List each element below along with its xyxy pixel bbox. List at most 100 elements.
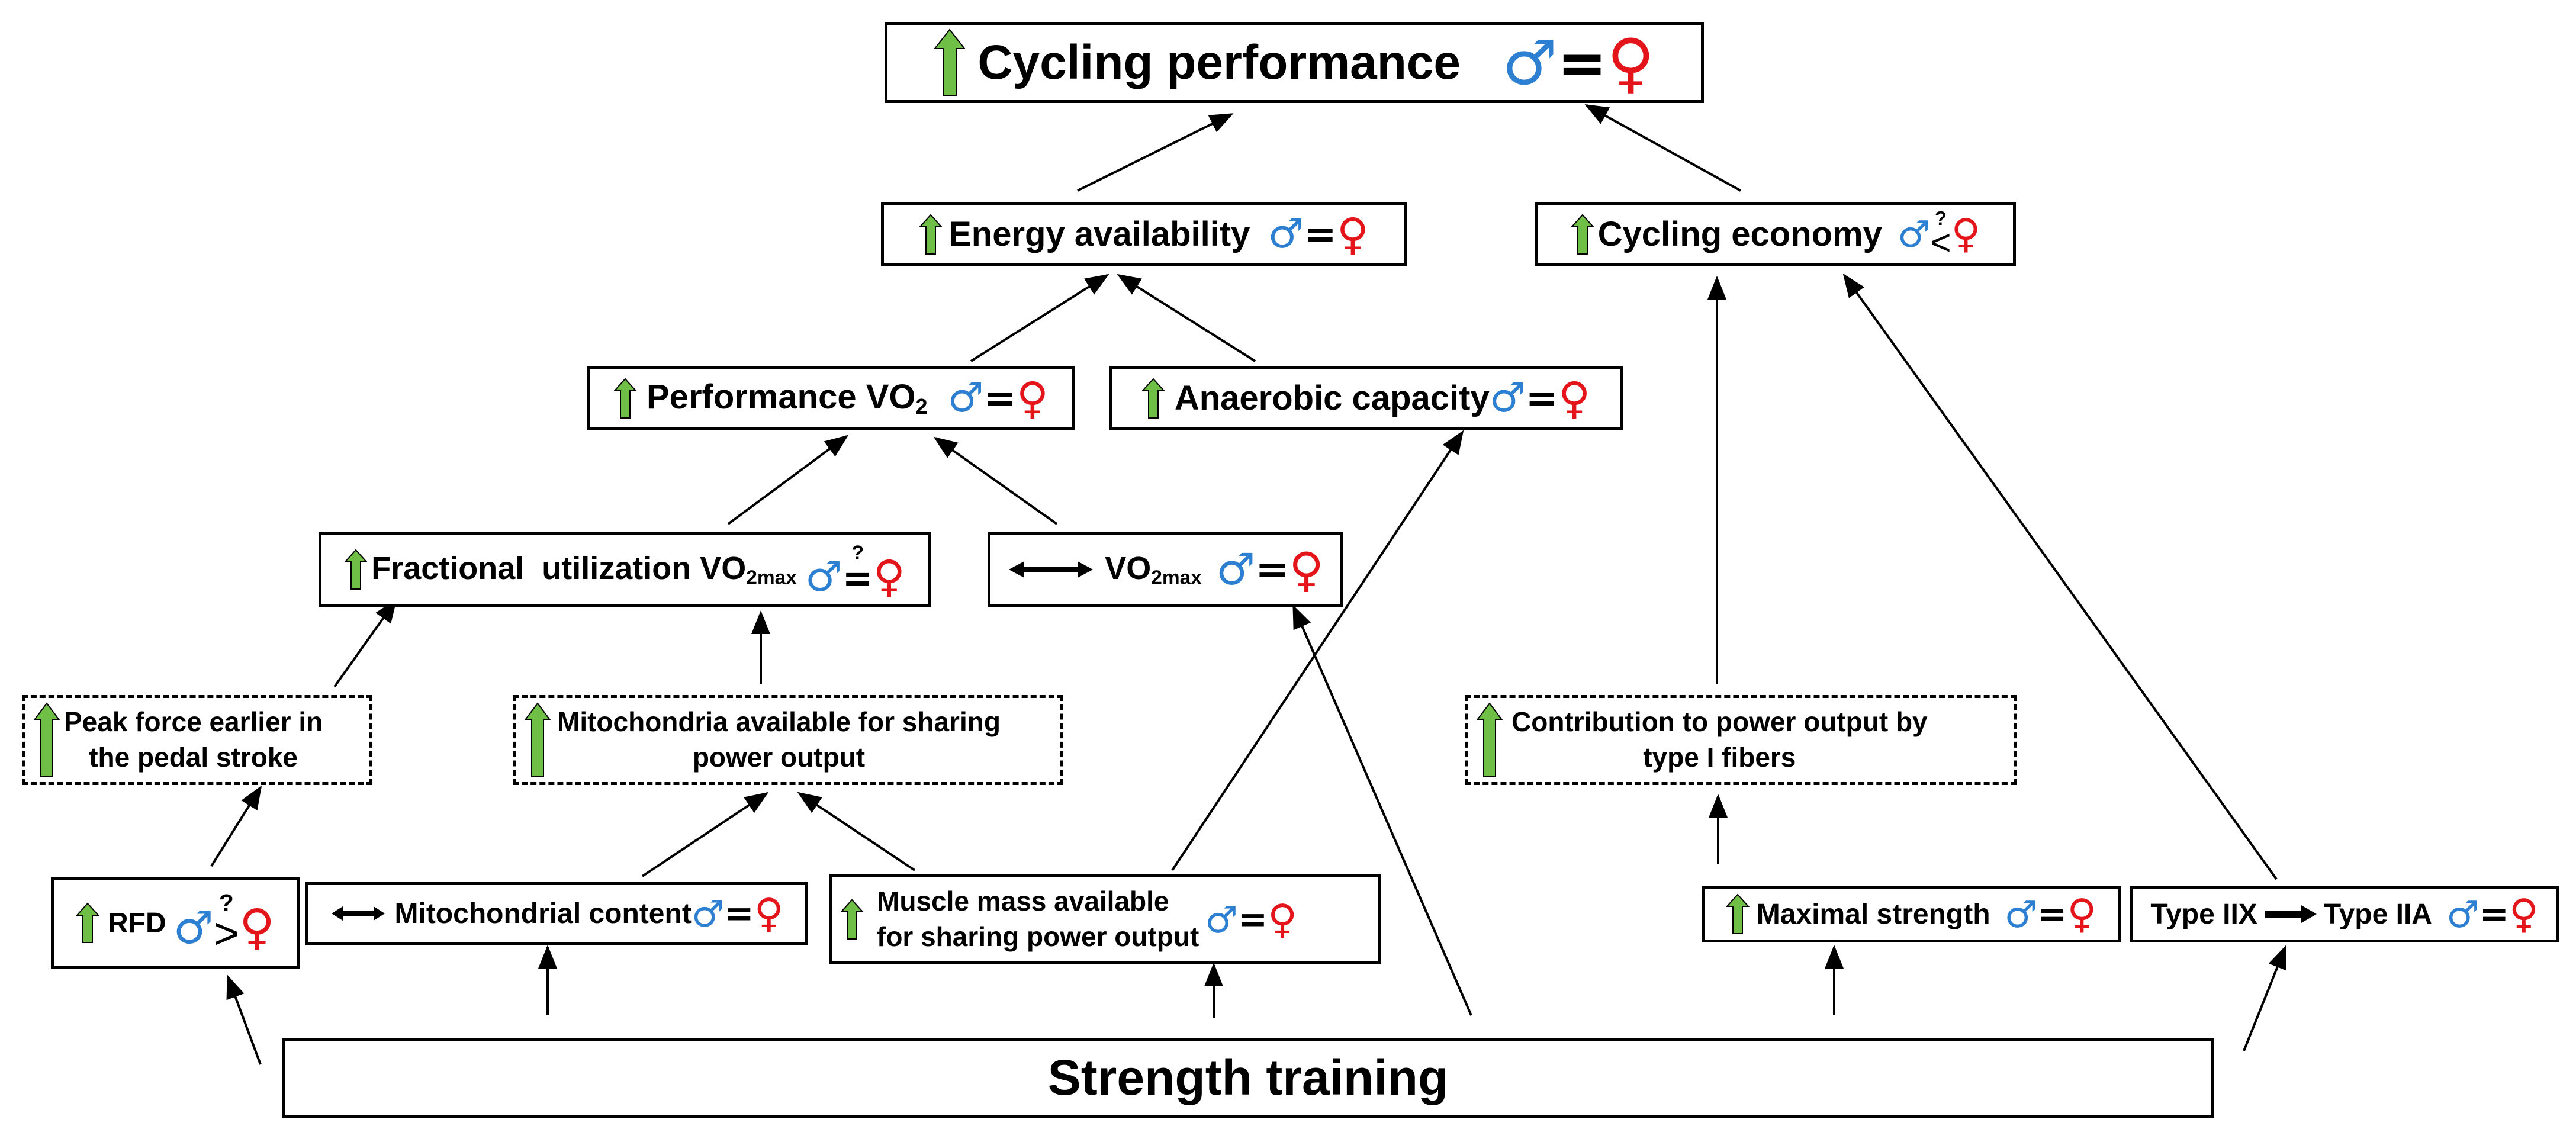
equals-sign: = [1255, 546, 1289, 593]
arrow-energy-to-performance [1077, 113, 1234, 192]
increase-arrow-icon [344, 549, 368, 590]
label: Cycling performance [977, 36, 1461, 89]
arrow-training-to-vo2max [1292, 604, 1472, 1016]
node-fiber-type-shift: Type IIX Type IIA ♂ = ♀ [2130, 886, 2559, 942]
female-symbol-icon: ♀ [1016, 372, 1049, 424]
label: Energy availability [948, 215, 1250, 253]
less-than-question: ?< [1930, 207, 1951, 263]
label: Strength training [1047, 1050, 1449, 1105]
label: Fractional utilization VO2max [371, 550, 797, 589]
equals-question: ?= [842, 541, 873, 600]
label: VO2max [1105, 550, 1202, 589]
increase-arrow-icon [1570, 214, 1594, 255]
female-symbol-icon: ♀ [1951, 211, 1981, 258]
arrow-training-to-rfd [226, 974, 262, 1065]
female-symbol-icon: ♀ [1336, 208, 1369, 260]
male-symbol-icon: ♂ [1215, 544, 1256, 595]
arrow-economy-to-performance [1584, 104, 1741, 192]
label-line-1: Mitochondria available for sharing [557, 706, 1001, 738]
female-symbol-icon: ♀ [1289, 542, 1324, 597]
female-symbol-icon: ♀ [754, 890, 784, 937]
node-muscle-mass-available: Muscle mass available for sharing power … [829, 874, 1381, 964]
node-vo2max: VO2max ♂ = ♀ [988, 532, 1343, 607]
node-cycling-performance: Cycling performance ♂ = ♀ [885, 22, 1704, 103]
label: Cycling economy [1597, 215, 1882, 253]
label-line-1: Muscle mass available [877, 886, 1169, 917]
arrow-anaerobic-to-energy [1117, 274, 1256, 362]
arrow-perfvo2-to-energy [970, 274, 1109, 362]
female-symbol-icon: ♀ [2067, 890, 2097, 938]
increase-arrow-icon [919, 214, 943, 255]
node-mitochondrial-content: Mitochondrial content ♂ = ♀ [305, 882, 808, 945]
male-symbol-icon: ♂ [2004, 892, 2038, 936]
male-symbol-icon: ♂ [947, 375, 984, 422]
label-line-2: the pedal stroke [89, 742, 298, 773]
male-symbol-icon: ♂ [691, 892, 725, 935]
label-line-1: Peak force earlier in [64, 706, 323, 738]
node-fractional-utilization: Fractional utilization VO2max ♂ ?= ♀ [319, 532, 931, 607]
equals-sign: = [2479, 893, 2509, 935]
equals-sign: = [983, 375, 1017, 421]
label-to: Type IIA [2323, 898, 2432, 930]
label: Performance VO2 [647, 378, 928, 419]
label: Maximal strength [1756, 898, 1990, 930]
male-symbol-icon: ♂ [1205, 897, 1238, 941]
label-line-2: for sharing power output [877, 921, 1199, 952]
node-maximal-strength: Maximal strength ♂ = ♀ [1702, 886, 2121, 942]
female-symbol-icon: ♀ [239, 899, 275, 956]
arrow-training-to-fibershift [2243, 945, 2286, 1051]
node-strength-training: Strength training [282, 1038, 2214, 1118]
node-energy-availability: Energy availability ♂ = ♀ [881, 202, 1407, 266]
node-mitochondria-available: Mitochondria available for sharing power… [513, 695, 1063, 785]
arrow-musclemass-to-mito [797, 792, 916, 871]
bidirectional-arrow-icon [1009, 561, 1094, 578]
female-symbol-icon: ♀ [1558, 372, 1591, 424]
label-from: Type IIX [2150, 898, 2257, 930]
greater-than-question: ?> [213, 889, 239, 958]
label-line-2: power output [692, 742, 866, 773]
male-symbol-icon: ♂ [1897, 213, 1931, 256]
male-symbol-icon: ♂ [173, 900, 214, 954]
equals-sign: = [2037, 893, 2067, 935]
arrow-mitocontent-to-mito [641, 792, 769, 877]
node-cycling-economy: Cycling economy ♂ ?< ♀ [1535, 202, 2016, 266]
equals-sign: = [1304, 211, 1337, 257]
male-symbol-icon: ♂ [2446, 892, 2479, 936]
equals-sign: = [1237, 899, 1268, 940]
arrow-fracutil-to-perfvo2 [727, 435, 849, 525]
equals-sign: = [1525, 375, 1558, 421]
equals-sign: = [724, 893, 754, 934]
right-arrow-icon [2264, 905, 2317, 923]
increase-arrow-icon [1476, 702, 1503, 777]
arrow-peakforce-to-fracutil [333, 599, 397, 688]
female-symbol-icon: ♀ [2509, 890, 2539, 938]
label: Mitochondrial content [394, 897, 692, 929]
increase-arrow-icon [840, 899, 864, 940]
increase-arrow-icon [524, 702, 551, 777]
arrow-rfd-to-peakforce [210, 785, 262, 867]
label: Anaerobic capacity [1174, 379, 1490, 417]
node-peak-force: Peak force earlier in the pedal stroke [22, 695, 372, 785]
node-performance-vo2: Performance VO2 ♂ = ♀ [587, 366, 1075, 430]
increase-arrow-icon [1725, 893, 1750, 934]
node-rfd: RFD ♂ ?> ♀ [51, 877, 300, 969]
increase-arrow-icon [613, 378, 637, 419]
arrow-vo2max-to-perfvo2 [933, 436, 1058, 525]
male-symbol-icon: ♂ [1489, 375, 1526, 422]
label-line-1: Contribution to power output by [1511, 706, 1928, 738]
equals-sign: = [1557, 28, 1607, 98]
bidirectional-arrow-icon [331, 906, 385, 921]
female-symbol-icon: ♀ [1607, 25, 1655, 101]
male-symbol-icon: ♂ [805, 552, 842, 601]
arrow-fibershift-to-economy [1842, 273, 2278, 880]
label-line-2: type I fibers [1643, 742, 1796, 773]
male-symbol-icon: ♂ [1268, 211, 1304, 258]
male-symbol-icon: ♂ [1502, 27, 1558, 99]
increase-arrow-icon [934, 28, 966, 96]
increase-arrow-icon [33, 702, 60, 777]
label: RFD [107, 907, 166, 939]
female-symbol-icon: ♀ [873, 551, 905, 602]
increase-arrow-icon [75, 902, 99, 943]
node-anaerobic-capacity: Anaerobic capacity ♂ = ♀ [1109, 366, 1623, 430]
